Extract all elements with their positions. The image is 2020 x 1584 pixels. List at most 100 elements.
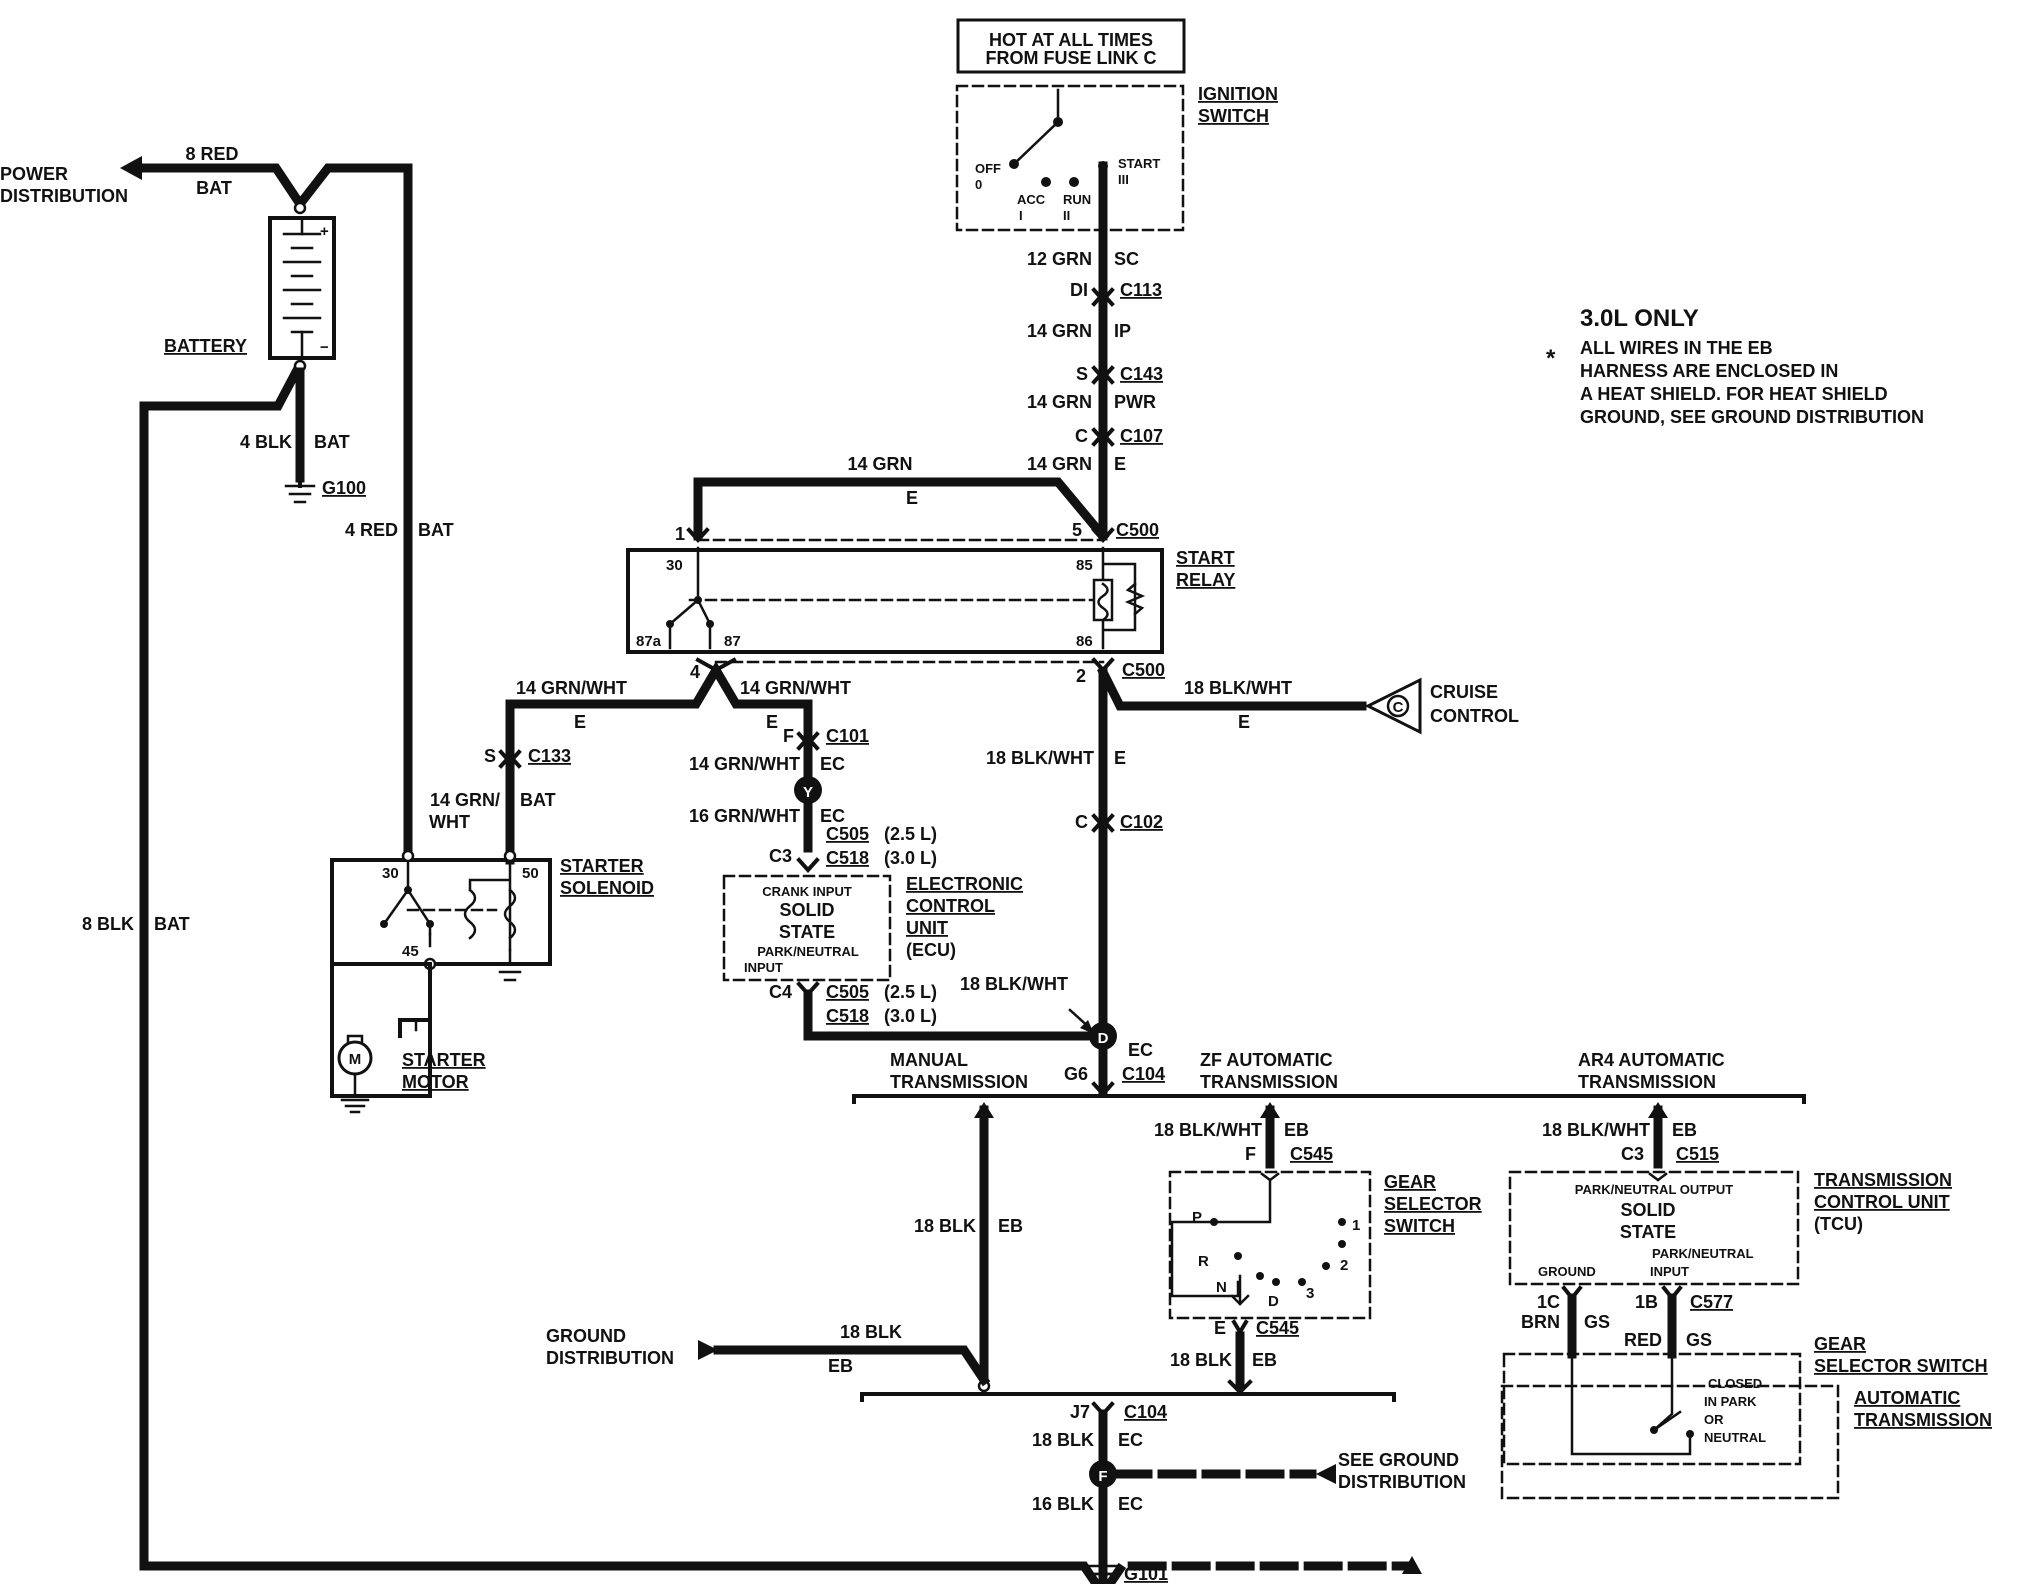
solenoid-title-2: SOLENOID [560,878,654,898]
electronic-control-unit: CRANK INPUT SOLID STATE PARK/NEUTRAL INP… [722,874,892,982]
zf-trans-2: TRANSMISSION [1200,1072,1338,1092]
ecu-title-1: ELECTRONIC [906,874,1023,894]
battery-plus: + [320,223,329,240]
transmission-control-unit: PARK/NEUTRAL OUTPUT SOLID STATE PARK/NEU… [1508,1170,1800,1286]
ground-connector-c104: C104 [1124,1402,1167,1422]
ar4-gs1: GS [1584,1312,1610,1332]
sol-conn-c133: C133 [528,746,571,766]
ign-acc-num: I [1019,208,1023,223]
ecu-branch-circuit: E [766,712,778,732]
ignition-switch-title-2: SWITCH [1198,106,1269,126]
see-ground-2: DISTRIBUTION [1338,1472,1466,1492]
ign-wire-3: 14 GRN [1027,392,1092,412]
sol-pin-s: S [484,746,496,766]
ecu-wire2: 14 GRN/WHT [689,754,800,774]
ecu-out-conn2-note: (3.0 L) [884,1006,937,1026]
ecu-circuit2: EC [820,754,845,774]
relay-down-pin: C [1075,812,1088,832]
return-wire: 8 BLK [82,914,134,934]
manual-wire: 18 BLK [914,1216,976,1236]
ign-wire-2: 14 GRN [1027,321,1092,341]
splice-d-circuit: EC [1128,1040,1153,1060]
relay-top-connector: C500 [1116,520,1159,540]
ign-conn-c113: C113 [1120,280,1162,300]
manual-circuit: EB [998,1216,1023,1236]
bat-ground-circuit: BAT [314,432,350,452]
ecu-wire3: 16 GRN/WHT [689,806,800,826]
battery: + − [268,216,336,360]
relay-down-connector: C102 [1120,812,1163,832]
ground-g101: G101 [1124,1564,1168,1584]
ground-pin-j7: J7 [1070,1402,1090,1422]
sol-wire2-a: 14 GRN/ [430,790,500,810]
tcu-title-3: (TCU) [1814,1214,1863,1234]
relay-p85: 85 [1076,557,1093,574]
relay-top-circuit: E [906,488,918,508]
start-relay: 30 85 87a 87 86 [626,546,1164,654]
ign-off: OFF [975,161,1001,176]
ign-off-num: 0 [975,177,982,192]
gear-n: N [1216,1279,1227,1296]
ign-pin-di: DI [1070,280,1088,300]
power-label-2: DISTRIBUTION [0,186,128,206]
ar4-trans-2: TRANSMISSION [1578,1072,1716,1092]
solenoid-p30: 30 [382,865,399,882]
splice-d [1089,1022,1117,1050]
relay-pin-5: 5 [1072,520,1082,540]
gnd-dist-2: DISTRIBUTION [546,1348,674,1368]
ecu-conn-c101: C101 [826,726,869,746]
splice-y-label: Y [803,784,813,801]
solenoid-p45: 45 [402,943,419,960]
splice-d-pin: G6 [1064,1064,1088,1084]
ecu-out-wire: 18 BLK/WHT [960,974,1068,994]
ar4-pin: C3 [1621,1144,1644,1164]
closed-4: NEUTRAL [1704,1430,1766,1445]
gear-p: P [1192,1209,1202,1226]
tcu-title-2: CONTROL UNIT [1814,1192,1950,1212]
ar4-brn: BRN [1521,1312,1560,1332]
ground-wire-1: 18 BLK [1032,1430,1094,1450]
sol-feed-circuit: BAT [418,520,454,540]
ignition-switch-title-1: IGNITION [1198,84,1278,104]
ecu-pn1: PARK/NEUTRAL [757,944,859,959]
motor-title-1: STARTER [402,1050,486,1070]
see-ground-1: SEE GROUND [1338,1450,1459,1470]
gear-1: 1 [1352,1217,1360,1234]
sol-circuit2: BAT [520,790,556,810]
solenoid-p50: 50 [522,865,539,882]
gnd-dist-circuit: EB [828,1356,853,1376]
zf-connector-out: C545 [1256,1318,1299,1338]
closed-1: CLOSED [1708,1376,1762,1391]
zf-pin-out: E [1214,1318,1226,1338]
fuse-label-line2: FROM FUSE LINK C [986,48,1157,68]
bat-ground-label: G100 [322,478,366,498]
ign-start-num: III [1118,172,1129,187]
ecu-pin-c4: C4 [769,982,792,1002]
ecu-out-conn1-note: (2.5 L) [884,982,937,1002]
return-circuit: BAT [154,914,190,934]
gnd-dist-1: GROUND [546,1326,626,1346]
note-title: 3.0L ONLY [1580,305,1699,332]
tcu-pn1: PARK/NEUTRAL [1652,1246,1754,1261]
ecu-out-conn2: C518 [826,1006,869,1026]
starter-motor: M [330,962,432,1114]
relay-p30: 30 [666,557,683,574]
ign-circuit-4: E [1114,454,1126,474]
ecu-state: STATE [779,922,835,942]
ecu-conn2: C518 [826,848,869,868]
ign-circuit-2: IP [1114,321,1131,341]
relay-pin-1: 1 [675,524,685,544]
tcu-pn2: INPUT [1650,1264,1689,1279]
ecu-title-4: (ECU) [906,940,956,960]
solenoid-title-1: STARTER [560,856,644,876]
closed-3: OR [1704,1412,1724,1427]
sol-branch-circuit: E [574,712,586,732]
tcu-ground: GROUND [1538,1264,1596,1279]
zf-wire-out: 18 BLK [1170,1350,1232,1370]
starter-solenoid: 30 50 45 [330,849,552,982]
ar4-pin-1b: 1B [1635,1292,1658,1312]
zf-trans-1: ZF AUTOMATIC [1200,1050,1333,1070]
ar4-pin-1c: 1C [1537,1292,1560,1312]
zf-circuit-out: EB [1252,1350,1277,1370]
